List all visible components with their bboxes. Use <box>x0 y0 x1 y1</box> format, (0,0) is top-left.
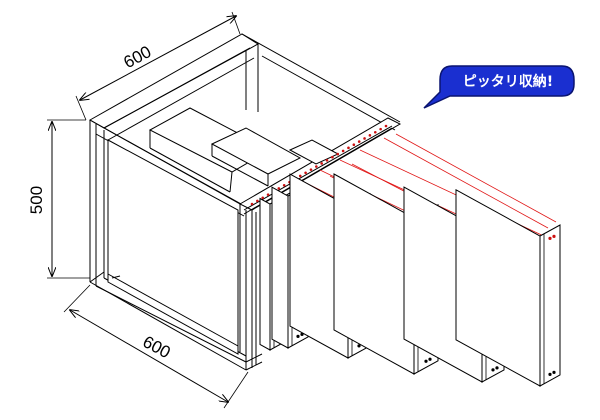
slide-panel-side <box>259 197 271 351</box>
rack-side-panel <box>107 139 239 355</box>
rail-hole <box>368 134 372 137</box>
rail-hole <box>363 137 366 140</box>
slide-panel-hole <box>491 368 495 372</box>
rail-hole <box>282 183 286 187</box>
rail-hole <box>347 146 350 150</box>
slide-guide-line <box>395 133 557 223</box>
slide-panel-hole <box>296 334 300 338</box>
dimension-top-width-label: 600 <box>120 42 154 72</box>
rail-hole <box>250 202 254 206</box>
slide-panels <box>259 173 561 387</box>
slide-panel-hole <box>552 370 556 374</box>
rail-hole <box>373 130 377 134</box>
dimension-height-label: 500 <box>27 186 46 214</box>
rail-hole <box>384 124 388 128</box>
slide-panel-front <box>539 224 561 387</box>
slide-panel-hole <box>552 234 556 238</box>
rail-hole <box>320 162 323 165</box>
rail-hole <box>331 155 334 159</box>
rail-hole <box>379 127 382 131</box>
slide-panel-hole <box>548 372 552 376</box>
dimension-depth-label: 600 <box>140 332 174 362</box>
slide-panel-hole <box>428 357 432 361</box>
rail-hole <box>352 143 356 147</box>
slide-panel-side <box>271 186 289 349</box>
rail-hole <box>298 174 302 178</box>
rail-hole <box>261 196 265 200</box>
rail-hole <box>325 159 329 162</box>
dimension-height: 500 <box>27 119 90 279</box>
fit-callout-badge: ピッタリ収納! <box>423 65 575 109</box>
slide-panel-hole <box>424 359 428 363</box>
slide-guide-line <box>383 137 549 229</box>
rail-hole <box>266 193 270 196</box>
slide-panel <box>455 188 561 387</box>
rail-hole <box>309 168 313 171</box>
rail-hole <box>277 187 281 190</box>
rail-hole <box>336 152 340 156</box>
rail-hole <box>304 171 307 175</box>
rail-hole <box>341 149 345 153</box>
slide-panel-hole <box>357 344 361 348</box>
rail-holes <box>250 124 388 206</box>
rack-mounting-rail <box>243 124 393 211</box>
rail-hole <box>315 165 318 168</box>
rail-hole <box>256 199 259 203</box>
slide-panel-hole <box>495 366 499 370</box>
fit-callout-text: ピッタリ収納! <box>463 73 553 90</box>
rail-hole <box>357 140 361 143</box>
slide-panel-hole <box>548 236 552 240</box>
rack-interior <box>148 107 340 193</box>
